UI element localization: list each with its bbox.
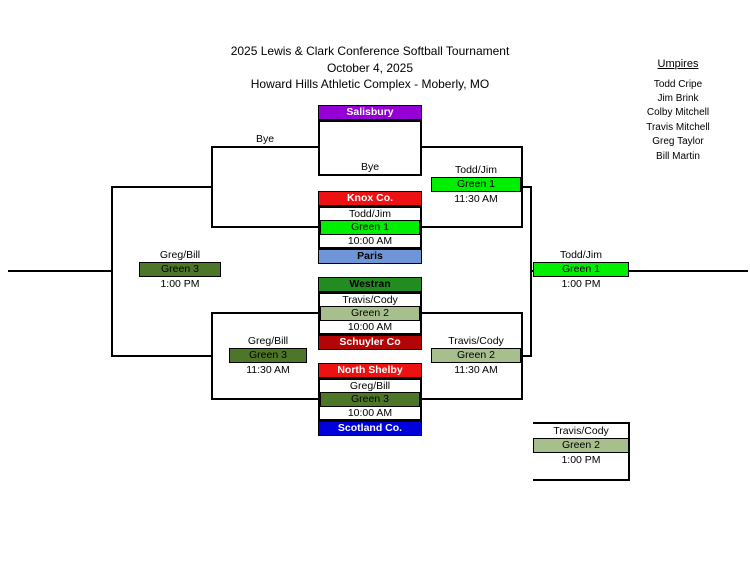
championship-field: Green 1 [533, 262, 629, 277]
umpires-heading: Umpires [657, 58, 699, 70]
umpire-name: Colby Mitchell [646, 107, 710, 118]
semifinal2-umpires: Travis/Cody [448, 335, 504, 347]
championship-time: 1:00 PM [561, 278, 601, 290]
game4-time: 10:00 AM [347, 407, 393, 419]
third-place-time: 1:00 PM [561, 454, 601, 466]
line-third-place-connector [628, 422, 630, 481]
team-box-westran: Westran [318, 277, 422, 292]
line-game2-loser [212, 226, 318, 228]
line-game3-winner [422, 312, 522, 314]
line-champion [530, 270, 748, 272]
semifinal1-field: Green 1 [431, 177, 521, 192]
championship-umpires: Todd/Jim [559, 249, 602, 261]
semifinal1-umpires: Todd/Jim [454, 164, 497, 176]
line-game1-loser [212, 146, 318, 148]
line-semifinal2-advance [522, 355, 532, 357]
line-consolation-top-connector [211, 146, 213, 228]
line-third-place-top [533, 422, 630, 424]
game4-field: Green 3 [320, 392, 420, 407]
semifinal1-time: 11:30 AM [454, 193, 498, 205]
consolation-final-umpires: Greg/Bill [159, 249, 201, 261]
line-consolation-top-advance [112, 186, 212, 188]
event-venue: Howard Hills Athletic Complex - Moberly,… [250, 77, 490, 91]
line-game3-loser [212, 312, 318, 314]
team-box-knox: Knox Co. [318, 191, 422, 206]
game3-umpires: Travis/Cody [342, 294, 398, 306]
bye-label: Bye [255, 133, 275, 145]
semifinal2-time: 11:30 AM [454, 364, 498, 376]
umpire-name: Jim Brink [657, 93, 699, 104]
umpire-name: Todd Cripe [653, 79, 703, 90]
team-box-north-shelby: North Shelby [318, 363, 422, 378]
third-place-field: Green 2 [533, 438, 629, 453]
line-game4-loser [212, 398, 318, 400]
consolation-semifinal-field: Green 3 [229, 348, 307, 363]
umpire-name: Travis Mitchell [646, 122, 710, 133]
consolation-final-time: 1:00 PM [160, 278, 200, 290]
line-consolation-semi-advance [112, 355, 212, 357]
line-game4-winner [422, 398, 522, 400]
game2-umpires: Todd/Jim [348, 208, 391, 220]
line-game1-winner [422, 146, 522, 148]
line-game2-winner [422, 226, 522, 228]
line-consolation-winner [8, 270, 112, 272]
game3-field: Green 2 [320, 306, 420, 321]
team-box-scotland: Scotland Co. [318, 421, 422, 436]
team-box-paris: Paris [318, 249, 422, 264]
line-consolation-semi-connector [211, 312, 213, 400]
umpire-name: Bill Martin [656, 151, 700, 162]
semifinal2-field: Green 2 [431, 348, 521, 363]
consolation-final-field: Green 3 [139, 262, 221, 277]
game3-time: 10:00 AM [347, 321, 393, 333]
page-title: 2025 Lewis & Clark Conference Softball T… [230, 44, 510, 58]
line-semifinal1-advance [522, 186, 532, 188]
consolation-semifinal-time: 11:30 AM [246, 364, 290, 376]
game1-bye: Bye [360, 161, 380, 173]
third-place-umpires: Travis/Cody [553, 425, 609, 437]
game4-umpires: Greg/Bill [349, 380, 391, 392]
team-box-salisbury: Salisbury [318, 105, 422, 120]
event-date: October 4, 2025 [326, 61, 414, 75]
game2-time: 10:00 AM [347, 235, 393, 247]
line-third-place-bottom [533, 479, 630, 481]
line-consolation-final-connector [111, 186, 113, 357]
consolation-semifinal-umpires: Greg/Bill [247, 335, 289, 347]
game1-box [318, 120, 422, 176]
team-box-schuyler: Schuyler Co [318, 335, 422, 350]
game2-field: Green 1 [320, 220, 420, 235]
umpire-name: Greg Taylor [652, 136, 704, 147]
